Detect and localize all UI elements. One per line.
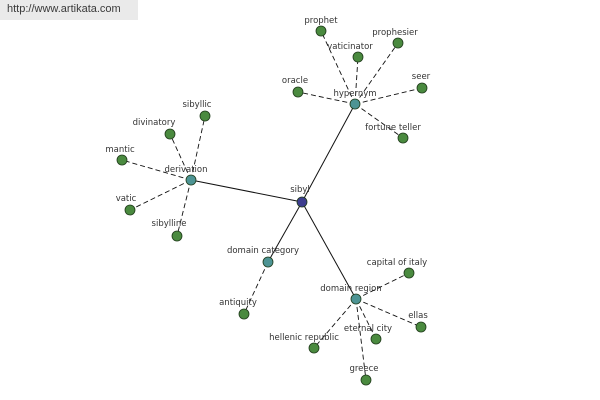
edge-derivation-divinatory bbox=[169, 133, 192, 181]
graph-labels: prophet vaticinator prophesier oracle seer fo… bbox=[105, 16, 430, 374]
label-seer[interactable]: seer bbox=[412, 72, 431, 82]
node-sibyllic[interactable] bbox=[199, 110, 211, 122]
label-fortune-teller[interactable]: fortune teller bbox=[365, 123, 421, 133]
node-hypernym[interactable] bbox=[349, 98, 361, 110]
edge-sibyl-domain-region bbox=[301, 201, 357, 300]
edge-derivation-sibyllic bbox=[190, 115, 206, 181]
edge-hypernym-prophet bbox=[320, 30, 356, 105]
node-prophesier[interactable] bbox=[392, 37, 404, 49]
label-domain-region[interactable]: domain region bbox=[320, 284, 381, 294]
node-divinatory[interactable] bbox=[164, 128, 176, 140]
edge-domain-region-ellas bbox=[355, 298, 422, 328]
edge-derivation-vatic bbox=[129, 179, 192, 211]
label-sibylline[interactable]: sibylline bbox=[152, 219, 187, 229]
label-prophesier[interactable]: prophesier bbox=[372, 28, 418, 38]
graph-nodes bbox=[116, 25, 428, 386]
node-hellenic-republic[interactable] bbox=[308, 342, 320, 354]
graph-edges bbox=[121, 30, 423, 381]
label-sibyllic[interactable]: sibyllic bbox=[183, 100, 212, 110]
node-antiquity[interactable] bbox=[238, 308, 250, 320]
label-oracle[interactable]: oracle bbox=[282, 76, 308, 86]
label-derivation[interactable]: derivation bbox=[164, 165, 207, 175]
label-prophet[interactable]: prophet bbox=[304, 16, 338, 26]
label-divinatory[interactable]: divinatory bbox=[133, 118, 176, 128]
node-derivation[interactable] bbox=[185, 174, 197, 186]
label-domain-category[interactable]: domain category bbox=[227, 246, 299, 256]
edge-sibyl-derivation bbox=[190, 179, 303, 203]
edge-sibyl-hypernym bbox=[301, 103, 356, 203]
node-mantic[interactable] bbox=[116, 154, 128, 166]
edge-domain-region-greece bbox=[355, 298, 367, 381]
label-mantic[interactable]: mantic bbox=[105, 145, 135, 155]
node-sibylline[interactable] bbox=[171, 230, 183, 242]
edge-hypernym-oracle bbox=[297, 91, 356, 105]
node-domain-category[interactable] bbox=[262, 256, 274, 268]
watermark-url[interactable]: http://www.artikata.com bbox=[7, 3, 121, 15]
edge-hypernym-fortune-teller bbox=[354, 103, 404, 139]
node-oracle[interactable] bbox=[292, 86, 304, 98]
node-capital-of-italy[interactable] bbox=[403, 267, 415, 279]
edge-hypernym-seer bbox=[354, 87, 423, 105]
edge-domain-region-hellenic-republic bbox=[313, 298, 357, 349]
label-eternal-city[interactable]: eternal city bbox=[344, 324, 392, 334]
edge-domain-category-antiquity bbox=[243, 261, 269, 315]
node-ellas[interactable] bbox=[415, 321, 427, 333]
node-seer[interactable] bbox=[416, 82, 428, 94]
watermark-box: http://www.artikata.com bbox=[0, 0, 138, 20]
node-fortune-teller[interactable] bbox=[397, 132, 409, 144]
label-vatic[interactable]: vatic bbox=[116, 194, 137, 204]
node-vaticinator[interactable] bbox=[352, 51, 364, 63]
node-prophet[interactable] bbox=[315, 25, 327, 37]
node-sibyl[interactable] bbox=[296, 196, 308, 208]
label-hellenic-republic[interactable]: hellenic republic bbox=[269, 333, 339, 343]
node-eternal-city[interactable] bbox=[370, 333, 382, 345]
label-capital-of-italy[interactable]: capital of italy bbox=[367, 258, 427, 268]
label-ellas[interactable]: ellas bbox=[408, 311, 428, 321]
edge-hypernym-prophesier bbox=[354, 42, 399, 105]
label-hypernym[interactable]: hypernym bbox=[333, 89, 376, 99]
edge-derivation-sibylline bbox=[176, 179, 192, 237]
label-sibyl[interactable]: sibyl bbox=[290, 185, 310, 195]
edge-sibyl-domain-category bbox=[267, 201, 303, 263]
label-antiquity[interactable]: antiquity bbox=[219, 298, 257, 308]
node-greece[interactable] bbox=[360, 374, 372, 386]
edge-domain-region-capital-of-italy bbox=[355, 272, 410, 300]
node-domain-region[interactable] bbox=[350, 293, 362, 305]
edge-derivation-mantic bbox=[121, 159, 192, 181]
node-vatic[interactable] bbox=[124, 204, 136, 216]
label-greece[interactable]: greece bbox=[349, 364, 378, 374]
label-vaticinator[interactable]: vaticinator bbox=[327, 42, 373, 52]
